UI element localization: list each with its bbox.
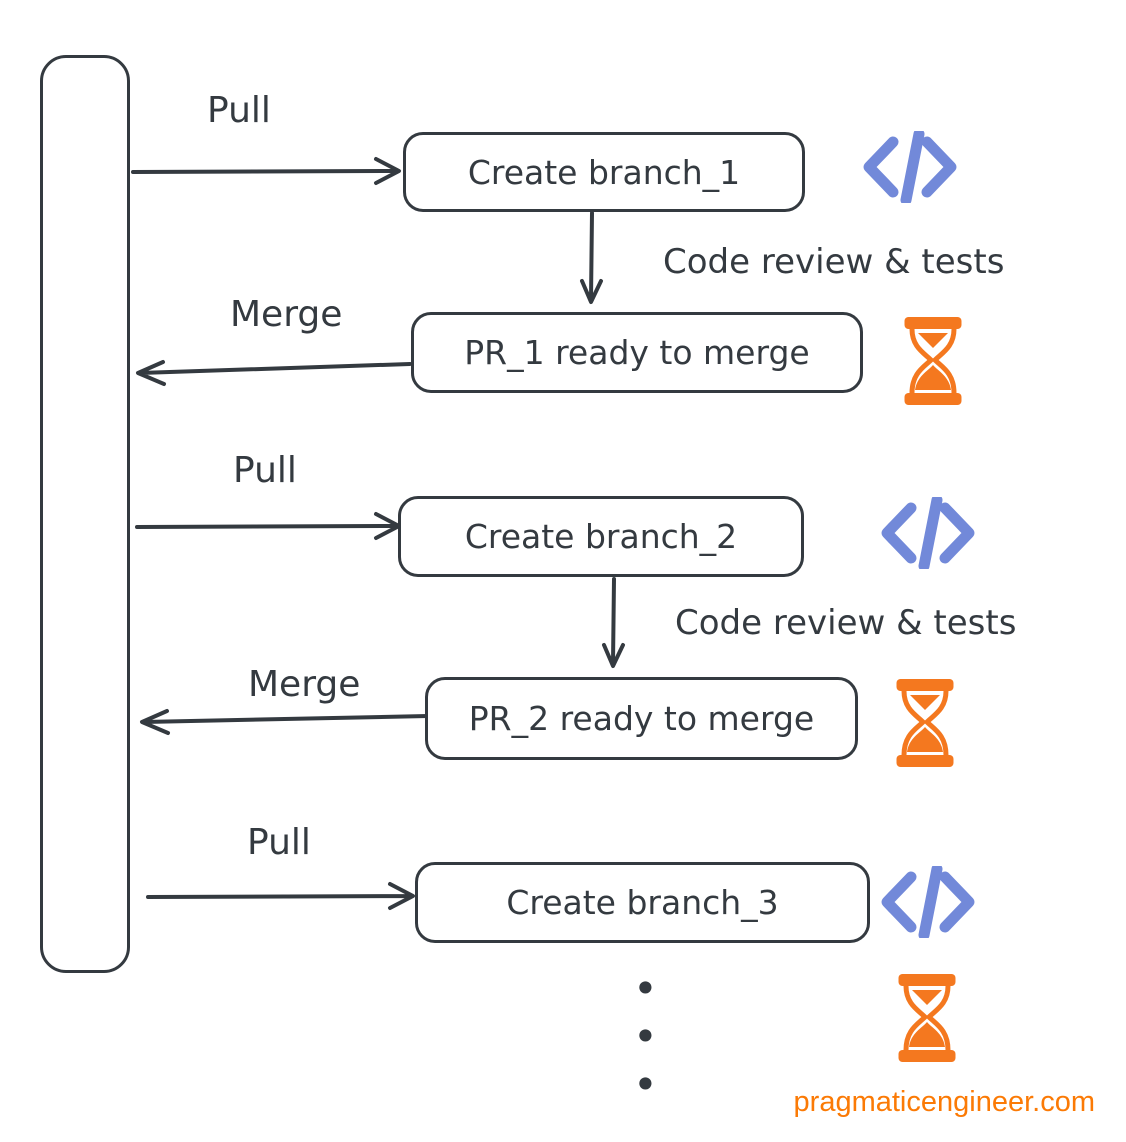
ellipsis-dot: • (633, 1060, 658, 1109)
hourglass-icon (896, 679, 954, 767)
site-watermark: pragmaticengineer.com (793, 1086, 1095, 1118)
merge-label-2: Merge (248, 664, 361, 705)
merge-arrow-2 (140, 709, 430, 735)
review-label-2: Code review & tests (675, 603, 1017, 643)
create-branch-3-box: Create branch_3 (415, 862, 870, 943)
create-branch-1-box: Create branch_1 (403, 132, 805, 212)
pr-1-box: PR_1 ready to merge (411, 312, 863, 393)
ellipsis-dot: • (633, 1012, 658, 1061)
hourglass-icon (904, 317, 962, 405)
pull-arrow-3 (146, 882, 415, 910)
pull-arrow-1 (131, 157, 401, 185)
pull-label-3: Pull (247, 822, 311, 863)
merge-arrow-1 (136, 360, 412, 386)
ellipsis-dot: • (633, 964, 658, 1013)
review-arrow-1 (580, 211, 603, 304)
pull-label-2: Pull (233, 450, 297, 491)
pr-2-box: PR_2 ready to merge (425, 677, 858, 760)
code-icon (881, 497, 975, 569)
merge-label-1: Merge (230, 294, 343, 335)
code-icon (863, 131, 957, 203)
review-label-1: Code review & tests (663, 242, 1005, 282)
main-branch-lane (40, 55, 130, 973)
create-branch-2-box: Create branch_2 (398, 496, 804, 577)
code-icon (881, 866, 975, 938)
hourglass-icon (898, 974, 956, 1062)
pull-arrow-2 (135, 512, 401, 540)
review-arrow-2 (602, 577, 625, 668)
pull-label-1: Pull (207, 90, 271, 131)
